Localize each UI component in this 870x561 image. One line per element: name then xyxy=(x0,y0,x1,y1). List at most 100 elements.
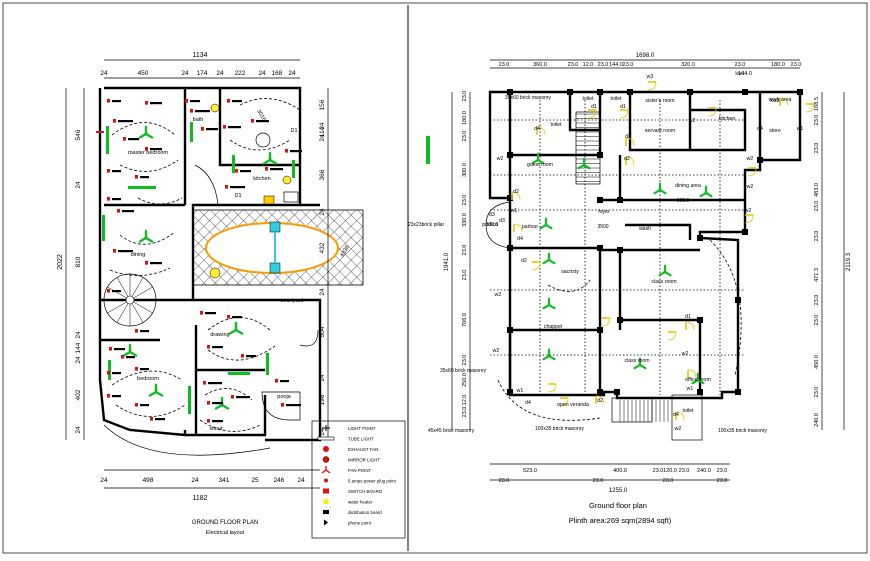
right-dim-top: 180.0 xyxy=(771,62,785,68)
sacristy-curve xyxy=(547,279,591,292)
right-dim-right: 23.0 xyxy=(814,295,820,306)
sheet-border xyxy=(2,2,868,554)
right-room-label: foyer xyxy=(598,209,610,215)
left-dim-top: 24 xyxy=(100,70,108,77)
tube-light-6 xyxy=(266,353,269,375)
right-dim-bottom: 400.0 xyxy=(613,468,627,474)
left-plan-title: GROUND FLOOR PLAN xyxy=(192,520,258,526)
right-dim-left: 23.0 xyxy=(462,270,468,281)
legend-icons xyxy=(317,425,335,526)
left-room-label: pooja xyxy=(277,394,291,400)
left-dim-top: 24 xyxy=(216,70,224,77)
left-dim-right: 366 xyxy=(319,169,326,180)
left-dim-right: 198 xyxy=(319,394,326,405)
left-dim-top-total: 1134 xyxy=(192,52,207,59)
left-dim-right: 24 xyxy=(319,428,326,436)
right-annotation: 100x35 brick masonry xyxy=(718,428,767,434)
left-wall-lower xyxy=(98,203,322,442)
right-dim-bottom2: 23.0 xyxy=(499,478,510,484)
right-door-label: d2 xyxy=(513,189,519,195)
legend-label: MIRROR LIGHT xyxy=(348,458,380,463)
right-annotation: 23x23brick pillar xyxy=(408,222,444,228)
right-dim-bottom: 23.0 xyxy=(717,468,728,474)
legend-label: distribution board xyxy=(348,510,382,515)
right-door-label: d1 xyxy=(620,104,626,110)
right-dim-bottom: 523.0 xyxy=(523,468,537,474)
right-dim-right: 450.0 xyxy=(814,355,820,369)
right-door-label: d2 xyxy=(625,134,631,140)
fan-point-icon xyxy=(531,152,545,165)
drawing-bay-curve xyxy=(299,329,319,347)
right-dim-top: 23.0 xyxy=(499,62,510,68)
right-dim-top: 23.0 xyxy=(568,62,579,68)
right-door-label: d4 xyxy=(517,236,523,242)
right-door-label: w2 xyxy=(497,156,504,162)
right-room-label: servant room xyxy=(645,128,675,134)
right-dim-left: 250.0 xyxy=(462,373,468,387)
left-dim-left: 24 xyxy=(75,331,82,339)
right-door-label: w2 xyxy=(689,118,696,124)
fan-point-icon xyxy=(262,151,278,165)
left-dim-top: 450 xyxy=(138,70,149,77)
left-room-label: D1 xyxy=(234,193,241,199)
right-dim-right: 23.0 xyxy=(814,143,820,154)
right-door-label: w2 xyxy=(493,348,500,354)
fan-point-icon xyxy=(577,157,591,170)
right-dim-left: 23.0 xyxy=(462,355,468,366)
fan-point-icon xyxy=(658,264,672,277)
left-dim-top: 222 xyxy=(235,70,246,77)
right-annotation: 35x60 brick masonry xyxy=(440,368,487,374)
tube-light-1 xyxy=(106,126,109,154)
right-door-label: w2 xyxy=(745,208,752,214)
left-dim-right: 432 xyxy=(319,242,326,253)
door-swing-icon xyxy=(595,395,605,405)
right-door-label: w2 xyxy=(675,426,682,432)
right-dim-left: 23.0 xyxy=(462,91,468,102)
right-door-label: w1 xyxy=(517,388,524,394)
right-pillars xyxy=(507,89,803,395)
door-swing-icon xyxy=(685,321,695,331)
left-dim-top: 24 xyxy=(181,70,189,77)
right-door-label: w1 xyxy=(797,126,804,132)
right-door-label: w1 xyxy=(687,386,694,392)
left-dim-right: 24 xyxy=(319,134,326,142)
door-swing-icon xyxy=(675,411,685,421)
left-dim-right: 24 xyxy=(319,374,326,382)
left-dim-bottom: 24 xyxy=(297,477,305,484)
right-dim-top: 12.0 xyxy=(583,62,594,68)
left-dim-bottom: 246 xyxy=(274,477,285,484)
left-room-label: 3016 xyxy=(255,109,266,123)
fan-point-icon xyxy=(542,348,556,361)
left-dim-left: 144 xyxy=(75,342,82,353)
right-dim-right: 23.0 xyxy=(814,231,820,242)
right-dim-right: 471.3 xyxy=(814,268,820,282)
right-dim-top: 360.0 xyxy=(533,62,547,68)
left-dim-left: 402 xyxy=(75,389,82,400)
right-dim-right: 23.0 xyxy=(814,315,820,326)
left-dim-bottom: 341 xyxy=(219,477,230,484)
switch-board-icon xyxy=(323,488,329,494)
right-dim-left: 180.0 xyxy=(462,111,468,125)
left-dim-left: 24 xyxy=(75,426,82,434)
left-dim-right: 24 xyxy=(319,288,326,296)
left-room-label: kitchen xyxy=(253,176,270,182)
right-door-label: w2 xyxy=(682,351,689,357)
right-door-label: d2 xyxy=(624,156,630,162)
left-dim-left-total: 2022 xyxy=(57,254,64,270)
left-wiring-arcs xyxy=(109,98,301,432)
door-swing-icon xyxy=(619,109,629,119)
fan-point-icon xyxy=(542,297,556,310)
left-dim-bottom: 24 xyxy=(100,477,108,484)
left-dim-left: 546 xyxy=(75,129,82,140)
right-dim-right: 483.0 xyxy=(814,183,820,197)
right-annotation: 390.0 xyxy=(677,198,690,204)
fan-point-icon xyxy=(228,321,244,335)
door-swing-icon xyxy=(667,331,677,341)
left-dim-right: 156 xyxy=(319,99,326,110)
left-room-label: dining xyxy=(131,252,146,258)
right-dim-bottom-total: 1255.0 xyxy=(609,488,628,494)
toilet-block xyxy=(671,394,703,441)
sitout-curve xyxy=(103,424,271,456)
